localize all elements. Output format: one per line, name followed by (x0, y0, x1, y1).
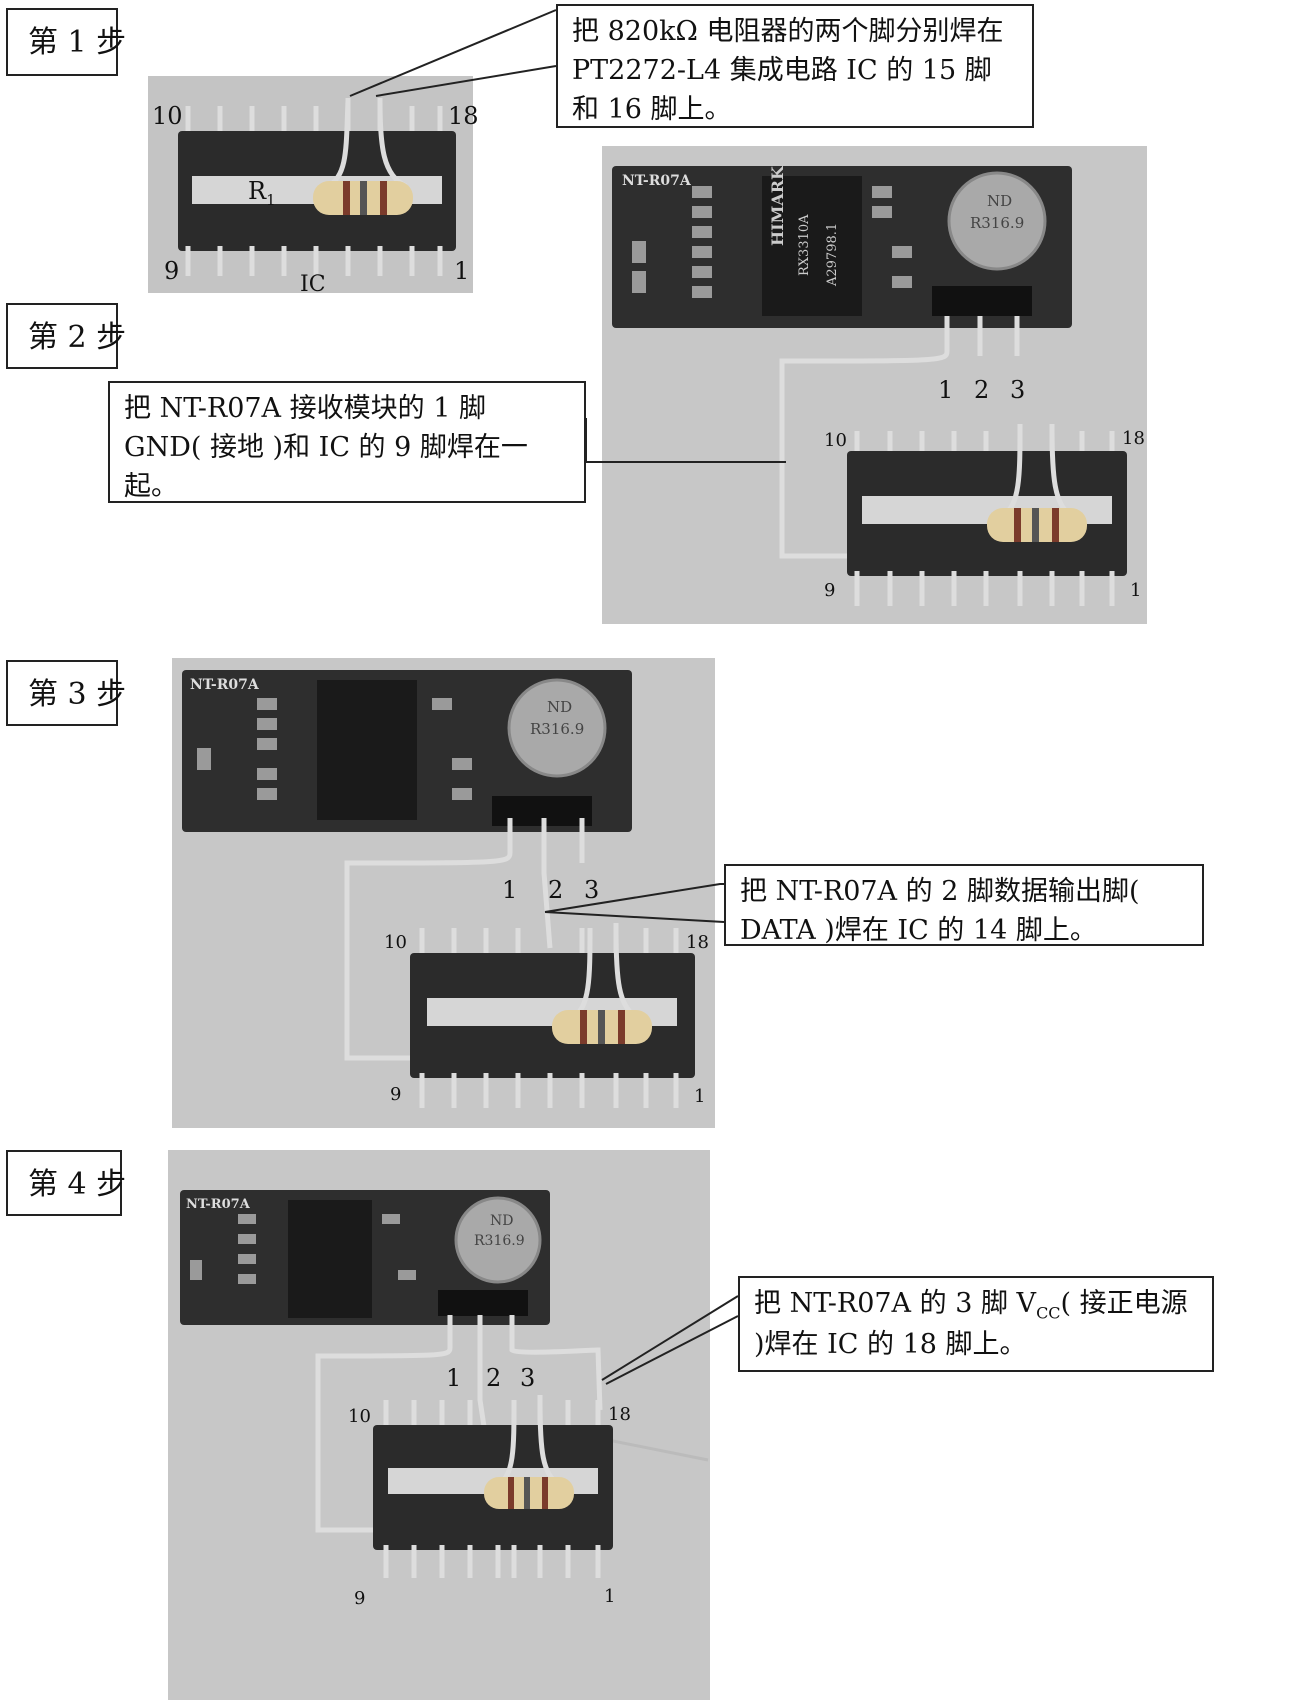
crystal-can (947, 171, 1047, 271)
can-text-2: R316.9 (474, 1233, 525, 1249)
pin-label-10: 10 (348, 1406, 371, 1427)
can-text-2: R316.9 (970, 214, 1025, 232)
pin-label-9: 9 (390, 1084, 402, 1105)
step-2-callout: 把 NT-R07A 接收模块的 1 脚 GND( 接地 )和 IC 的 9 脚焊… (108, 381, 586, 503)
can-text-1: ND (987, 192, 1013, 210)
step-2-photo: NT-R07A HIMARK RX3310A A29798.1 ND R316.… (602, 146, 1147, 624)
pin-label-p3: 3 (520, 1364, 536, 1392)
resistor-label: R1 (248, 177, 276, 209)
pin-label-9: 9 (354, 1588, 366, 1609)
pin-label-p2: 2 (486, 1364, 502, 1392)
chip-text-model: RX3310A (797, 214, 812, 276)
pin-label-10: 10 (824, 430, 847, 451)
step-3-label: 第 3 步 (6, 660, 126, 726)
resistor (313, 100, 413, 215)
step-2-label: 第 2 步 (6, 303, 126, 369)
pin-label-p2: 2 (548, 876, 564, 904)
pin-label-p2: 2 (974, 376, 990, 404)
pin-label-10: 10 (384, 932, 407, 953)
ic-label: IC (300, 272, 326, 297)
pin-label-18: 18 (1122, 428, 1145, 449)
pin-label-1: 1 (1130, 580, 1142, 601)
chip-text-brand: HIMARK (768, 166, 787, 246)
pin-label-1: 1 (694, 1086, 706, 1107)
pin-label-p3: 3 (1010, 376, 1026, 404)
crystal-can (454, 1196, 542, 1284)
step-1-callout: 把 820kΩ 电阻器的两个脚分别焊在 PT2272-L4 集成电路 IC 的 … (556, 4, 1034, 128)
step-1-label: 第 1 步 (6, 8, 126, 76)
pin-label-9: 9 (164, 257, 180, 285)
step-3-photo: NT-R07A ND R316.9 1 2 3 10 18 9 1 (172, 658, 715, 1128)
pin-label-1: 1 (604, 1586, 616, 1607)
can-text-1: ND (547, 698, 573, 716)
pin-label-p1: 1 (938, 376, 954, 404)
step-1-photo: 10 18 9 1 R1 IC (148, 76, 479, 297)
pin-label-10: 10 (152, 102, 183, 130)
step-4-photo: NT-R07A ND R316.9 1 2 3 10 18 9 1 (168, 1150, 710, 1700)
pin-label-18: 18 (686, 932, 709, 953)
module-name: NT-R07A (190, 677, 259, 693)
can-text-1: ND (490, 1213, 514, 1229)
module-name: NT-R07A (622, 173, 691, 189)
pin-label-18: 18 (608, 1404, 631, 1425)
crystal-can (507, 678, 607, 778)
pin-label-18: 18 (448, 102, 479, 130)
step-4-callout: 把 NT-R07A 的 3 脚 VCC( 接正电源 )焊在 IC 的 18 脚上… (738, 1276, 1214, 1372)
ic-bottom-pins (185, 246, 443, 276)
step-3-callout: 把 NT-R07A 的 2 脚数据输出脚( DATA )焊在 IC 的 14 脚… (724, 864, 1204, 946)
pin-label-1: 1 (454, 257, 470, 285)
pin-label-9: 9 (824, 580, 836, 601)
pin-label-p1: 1 (446, 1364, 462, 1392)
pin-label-p1: 1 (502, 876, 518, 904)
module-name: NT-R07A (186, 1197, 250, 1212)
chip-text-code: A29798.1 (825, 222, 840, 286)
can-text-2: R316.9 (530, 720, 585, 738)
pin-label-p3: 3 (584, 876, 600, 904)
step-4-label: 第 4 步 (6, 1150, 126, 1216)
